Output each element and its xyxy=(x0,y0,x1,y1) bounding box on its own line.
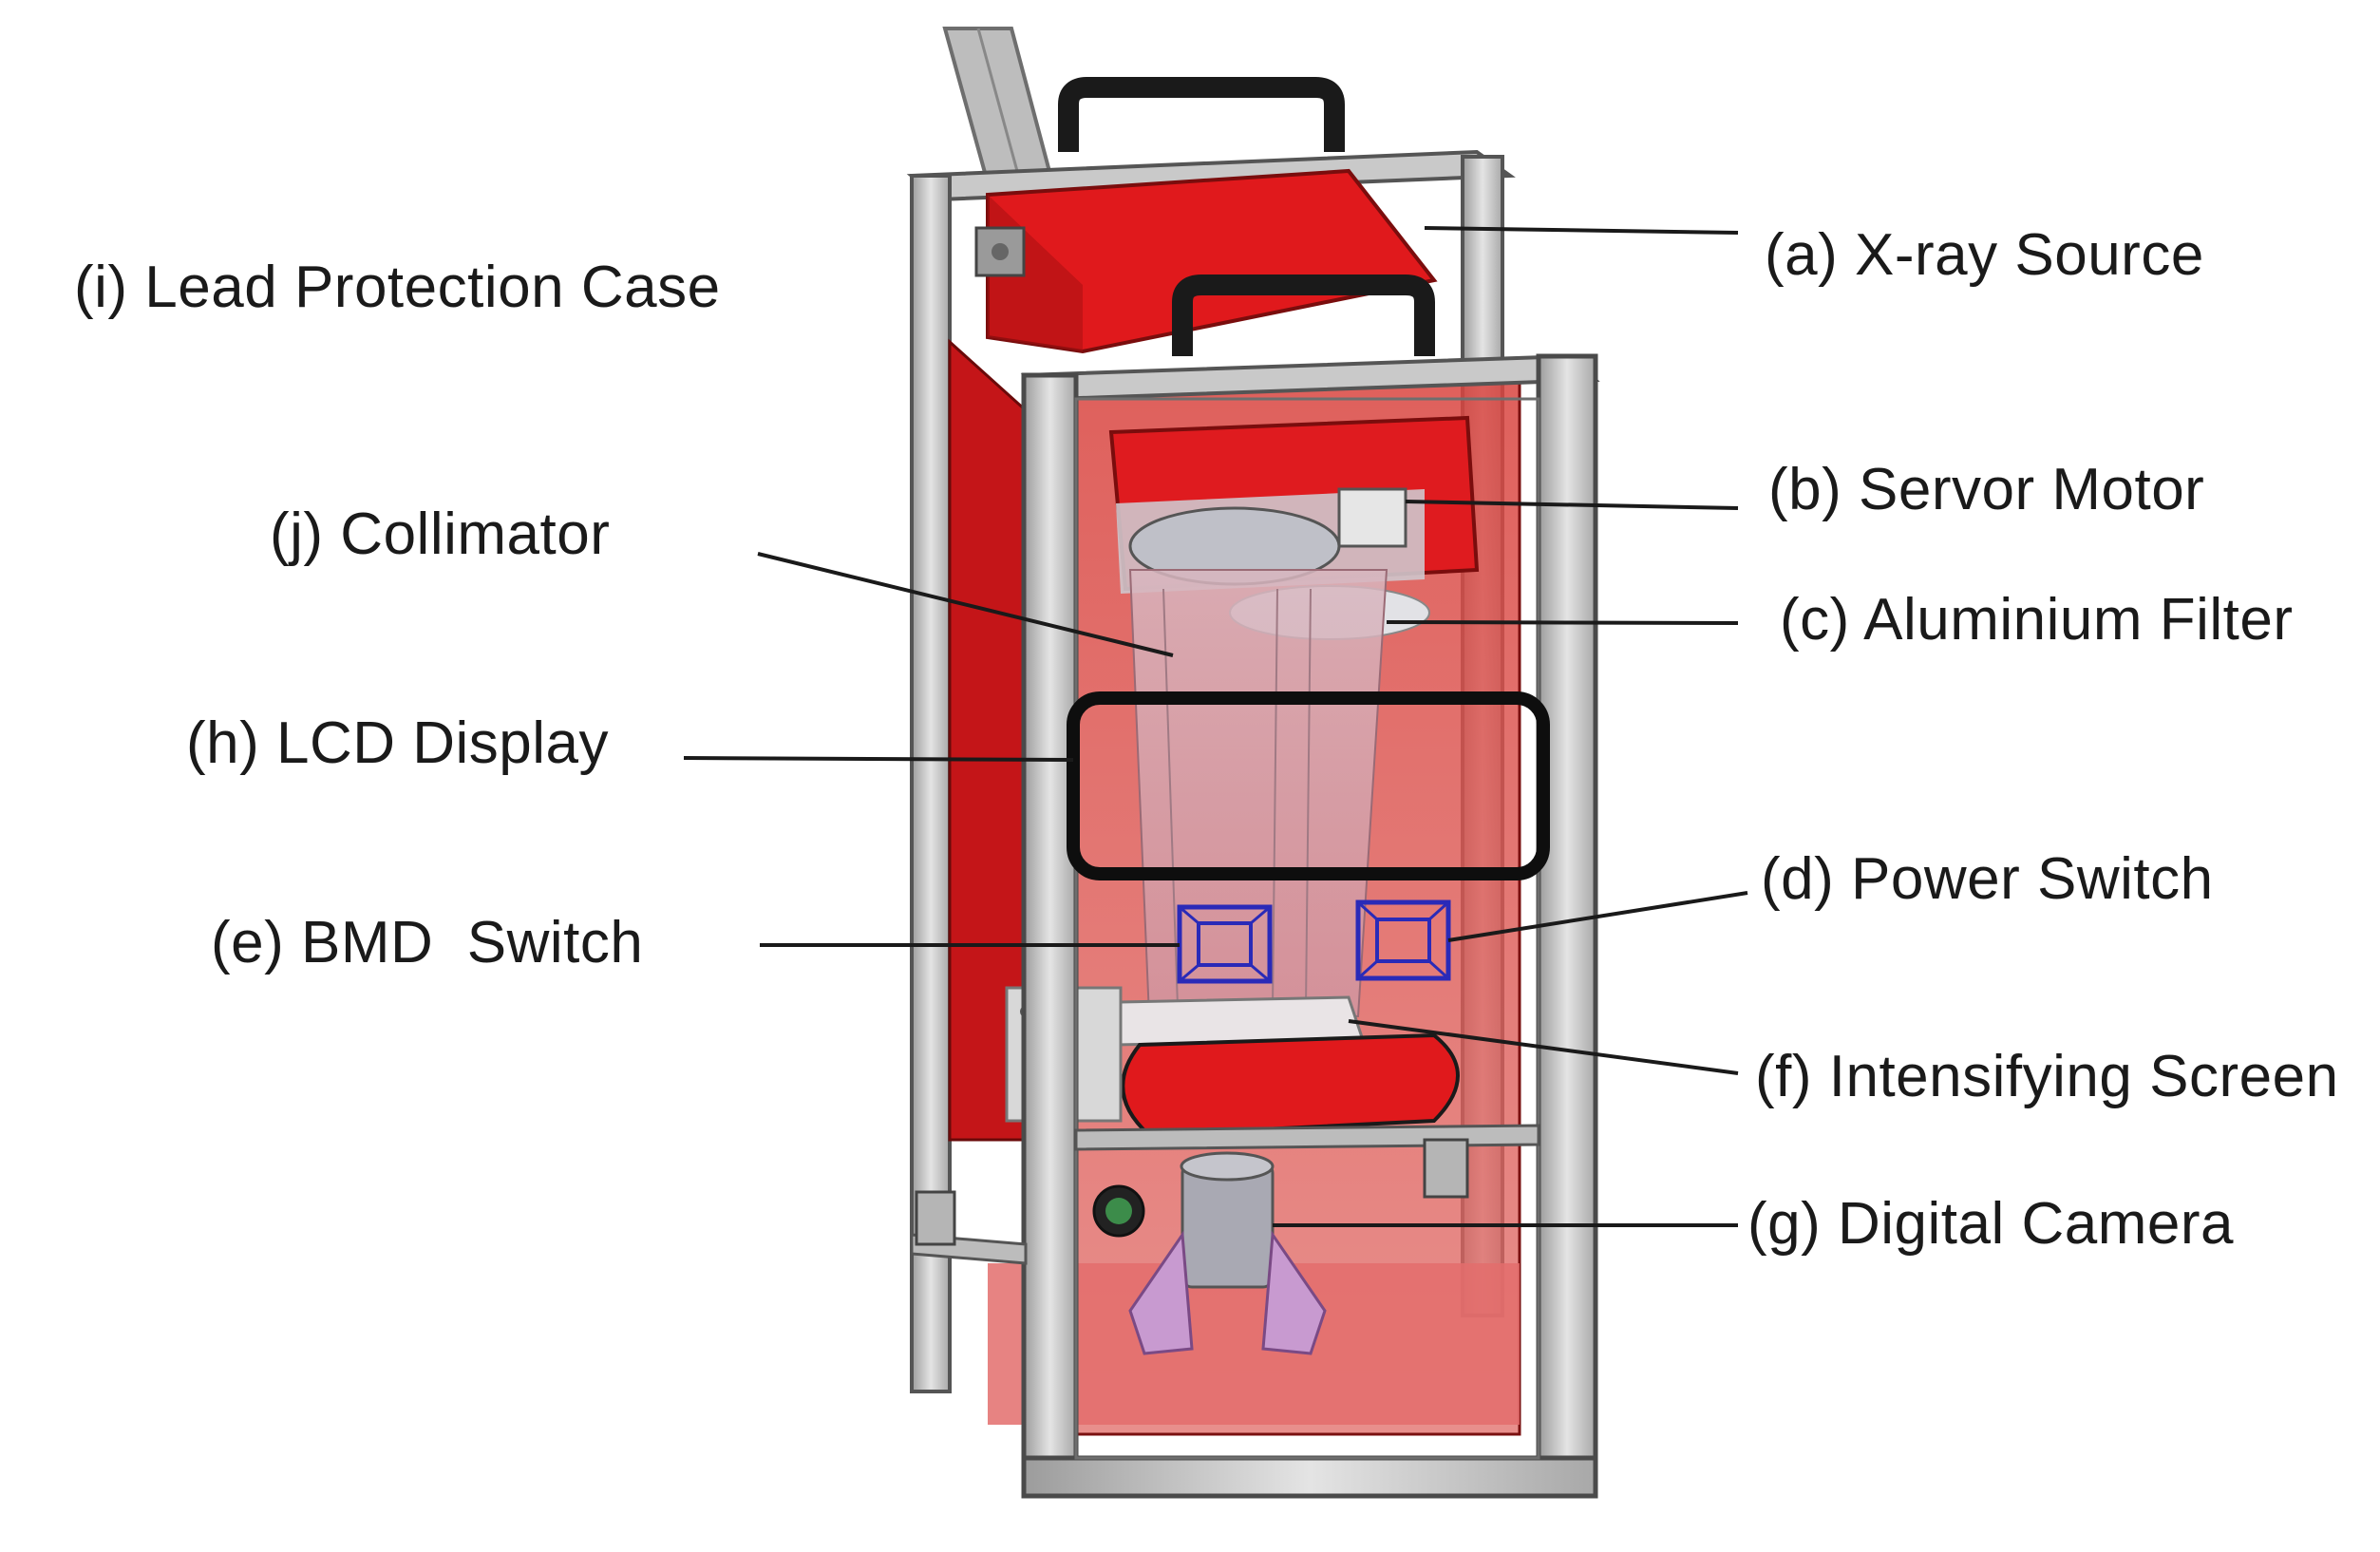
lcd-display xyxy=(1067,691,1550,880)
xray-source xyxy=(986,77,1438,356)
label-x-ray-source: (a) X-ray Source xyxy=(1765,222,2204,288)
leader-line-a xyxy=(1424,226,1739,235)
leader-line-d xyxy=(1447,891,1748,942)
leader-line-h xyxy=(683,756,1074,762)
label-bmd-switch: (e) BMD Switch xyxy=(211,910,644,975)
crossbars xyxy=(910,1124,1540,1265)
leader-line-j xyxy=(757,552,1174,657)
leader-line-c xyxy=(1386,620,1739,625)
label-intensifying-screen: (f) Intensifying Screen xyxy=(1755,1044,2339,1109)
label-lcd-display: (h) LCD Display xyxy=(186,710,610,776)
collimator xyxy=(1128,569,1388,1017)
hinge xyxy=(974,226,1026,277)
leader-line-f xyxy=(1348,1019,1739,1075)
label-collimator: (j) Collimator xyxy=(270,502,611,567)
digital-camera xyxy=(1092,1151,1327,1355)
label-power-switch: (d) Power Switch xyxy=(1761,846,2214,912)
label-servor-motor: (b) Servor Motor xyxy=(1768,457,2205,522)
leader-lines xyxy=(683,226,1748,1227)
label-digital-camera: (g) Digital Camera xyxy=(1747,1191,2235,1257)
label-lead-protection-case: (i) Lead Protection Case xyxy=(74,255,721,320)
label-aluminium-filter: (c) Aluminium Filter xyxy=(1780,587,2294,653)
front-frame xyxy=(1020,353,1600,1499)
leader-line-b xyxy=(1405,500,1739,510)
